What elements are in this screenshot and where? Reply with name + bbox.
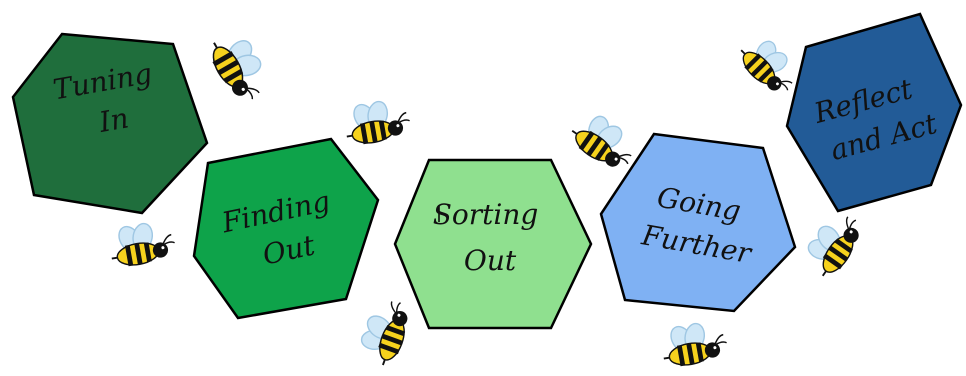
stage-reflect-and-act: Reflect and Act — [785, 12, 963, 213]
bee-icon — [657, 315, 731, 370]
hex-label-line2: In — [96, 101, 131, 139]
hexagon-tuning-in — [11, 32, 209, 215]
stage-sorting-out: Sorting Out — [393, 158, 593, 330]
stage-going-further: Going Further — [599, 132, 797, 313]
stage-finding-out: Finding Out — [192, 137, 380, 320]
bee-icon — [105, 215, 179, 270]
hexagon-sorting-out — [393, 158, 593, 330]
bee-icon — [351, 292, 416, 370]
bee-icon — [795, 203, 870, 283]
bee-icon — [340, 93, 414, 148]
stage-tuning-in: Tuning In — [11, 32, 209, 215]
svg-text:Sorting Out: Sorting Out — [433, 198, 548, 277]
bee-icon — [203, 24, 279, 109]
hex-label-line2: Out — [464, 244, 517, 277]
hexagon-going-further — [599, 132, 797, 313]
hex-label-line1: Sorting — [433, 198, 539, 231]
hexagon-finding-out — [192, 137, 380, 320]
hexagon-reflect-and-act — [785, 12, 963, 213]
